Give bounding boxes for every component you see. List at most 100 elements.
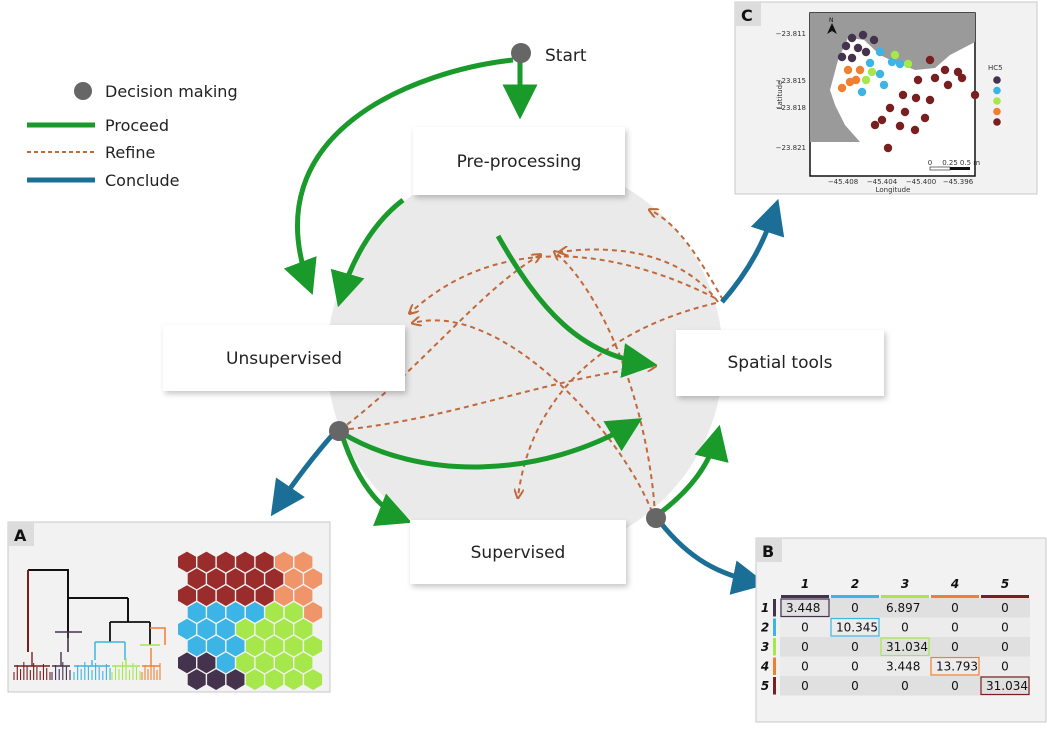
som-hex-cell [284,568,303,590]
map-scale-bar: 0 0.25 0.5 m [928,159,980,171]
som-hex-cell [178,618,196,640]
proceed-arrow-start-to-unsupervised [283,57,514,296]
step-preprocessing: Pre-processing [413,127,625,195]
matrix-row-header: 1 [761,601,769,615]
map-point [903,59,913,69]
matrix-cell: 0 [851,640,859,654]
map-point [940,65,950,75]
matrix-cell: 0 [951,601,959,615]
som-hex-cell [275,652,293,674]
conclude-arrow-to-panel-a [270,430,337,517]
map-point [847,53,857,63]
map-point [900,107,910,117]
matrix-row-header: 4 [760,660,769,674]
matrix-row-color-bar [773,618,776,636]
map-legend-title: HC5 [988,64,1003,72]
map-point [913,75,923,85]
matrix-col-color-bar [781,595,829,598]
matrix-diagonal-highlight [780,598,830,618]
matrix-row [780,656,1030,676]
som-hex-cell [187,568,206,590]
matrix-cell: 3.448 [886,660,920,674]
legend-decision-label: Decision making [105,82,238,101]
som-hex-grid [178,551,323,690]
map-legend-swatch [993,118,1001,126]
som-hex-cell [245,669,264,690]
map-point [861,47,871,57]
panel-a-label: A [14,526,27,545]
matrix-row-header: 3 [761,640,769,654]
matrix-cell: 0 [951,679,959,693]
matrix-row-color-bar [773,599,776,617]
panel-a: A [7,521,331,693]
map-point [879,80,889,90]
refine-arrow-spatial-to-center [560,249,719,303]
map-legend-swatch [993,107,1001,116]
x-tick-1: −45.408 [828,178,858,186]
matrix-row-header: 5 [761,679,769,693]
legend-proceed-label: Proceed [105,116,169,135]
y-tick-3: −23.818 [776,104,806,112]
som-hex-cell [304,568,323,590]
y-tick-1: −23.811 [776,30,806,38]
map-point [875,69,885,79]
map-point [857,87,867,97]
matrix-cell: 0 [1001,660,1009,674]
som-hex-cell [216,652,235,674]
dendrogram-branch [14,652,50,667]
dendrogram-branch [109,621,151,645]
x-tick-3: −45.400 [906,178,936,186]
matrix-cell: 0 [851,679,859,693]
step-spatial-tools: Spatial tools [676,330,884,396]
map-point [877,115,887,125]
scale-0: 0 [928,159,932,167]
som-hex-cell [226,635,245,657]
som-hex-cell [178,551,196,573]
map-point [910,125,920,135]
map-point [890,50,900,60]
som-hex-cell [236,618,255,640]
matrix-row [780,676,1030,696]
map-point [925,95,935,105]
map-point [847,33,857,43]
map-point [861,75,871,85]
matrix-cell: 6.897 [886,601,920,615]
map-point [957,73,967,83]
som-hex-cell [245,568,264,590]
som-hex-cell [197,618,216,640]
map-y-label: Latitude [776,81,784,110]
som-hex-cell [265,568,284,590]
panel-c-label: C [741,6,753,25]
map-legend-swatch [993,76,1001,84]
som-hex-cell [294,551,313,573]
panel-c: C N −23.811 −23.815 −23.818 −23.821 Lati… [734,1,1038,195]
scale-1: 0.25 [942,159,958,167]
map-point [870,120,880,130]
matrix-col-color-bar [931,595,979,598]
som-hex-cell [216,618,235,640]
dendrogram-branch [150,627,166,645]
step-unsupervised: Unsupervised [163,325,405,391]
som-hex-cell [255,652,274,674]
map-point [867,67,877,77]
matrix-col-header: 5 [1001,577,1009,591]
matrix-row-color-bar [773,657,776,675]
map-point [898,90,908,100]
map-land-southwest [810,70,860,142]
map-point [843,65,853,75]
map-point [875,47,885,57]
map-x-label: Longitude [876,186,911,194]
step-supervised: Supervised [410,520,626,584]
map-point [865,58,875,68]
map-point [853,43,863,53]
dendrogram [13,569,166,680]
dendrogram-branch [74,660,110,667]
matrix-cell: 0 [901,621,909,635]
proceed-arrows [283,57,729,527]
matrix-cell: 0 [801,660,809,674]
matrix-cell: 0 [1001,621,1009,635]
matrix-cell: 0 [1001,640,1009,654]
som-hex-cell [187,669,206,690]
som-hex-cell [304,635,323,657]
som-hex-cell [236,652,255,674]
